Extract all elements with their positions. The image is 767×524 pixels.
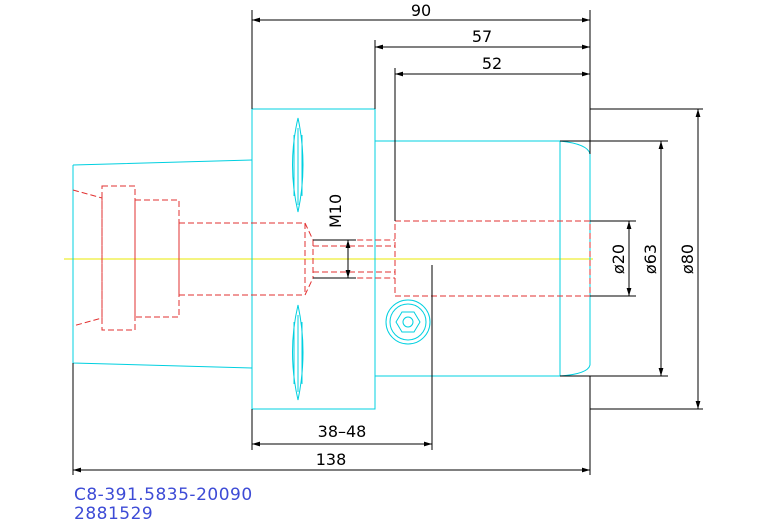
dim-length-57: 57 bbox=[472, 27, 492, 46]
dim-overall-90: 90 bbox=[411, 1, 431, 20]
dim-dia-20: ø20 bbox=[609, 244, 628, 274]
dim-dia-80: ø80 bbox=[678, 244, 697, 274]
hidden-lines bbox=[72, 185, 591, 331]
dim-length-52: 52 bbox=[482, 54, 502, 73]
dim-dia-63: ø63 bbox=[641, 244, 660, 274]
part-outline bbox=[72, 108, 591, 410]
dimension-lines bbox=[72, 10, 703, 475]
dim-thread-m10: M10 bbox=[326, 194, 345, 228]
dim-range-38-48: 38–48 bbox=[318, 422, 367, 441]
dim-overall-138: 138 bbox=[316, 450, 347, 469]
item-code-label: 2881529 bbox=[74, 504, 154, 524]
part-number-label: C8-391.5835-20090 bbox=[74, 485, 253, 505]
